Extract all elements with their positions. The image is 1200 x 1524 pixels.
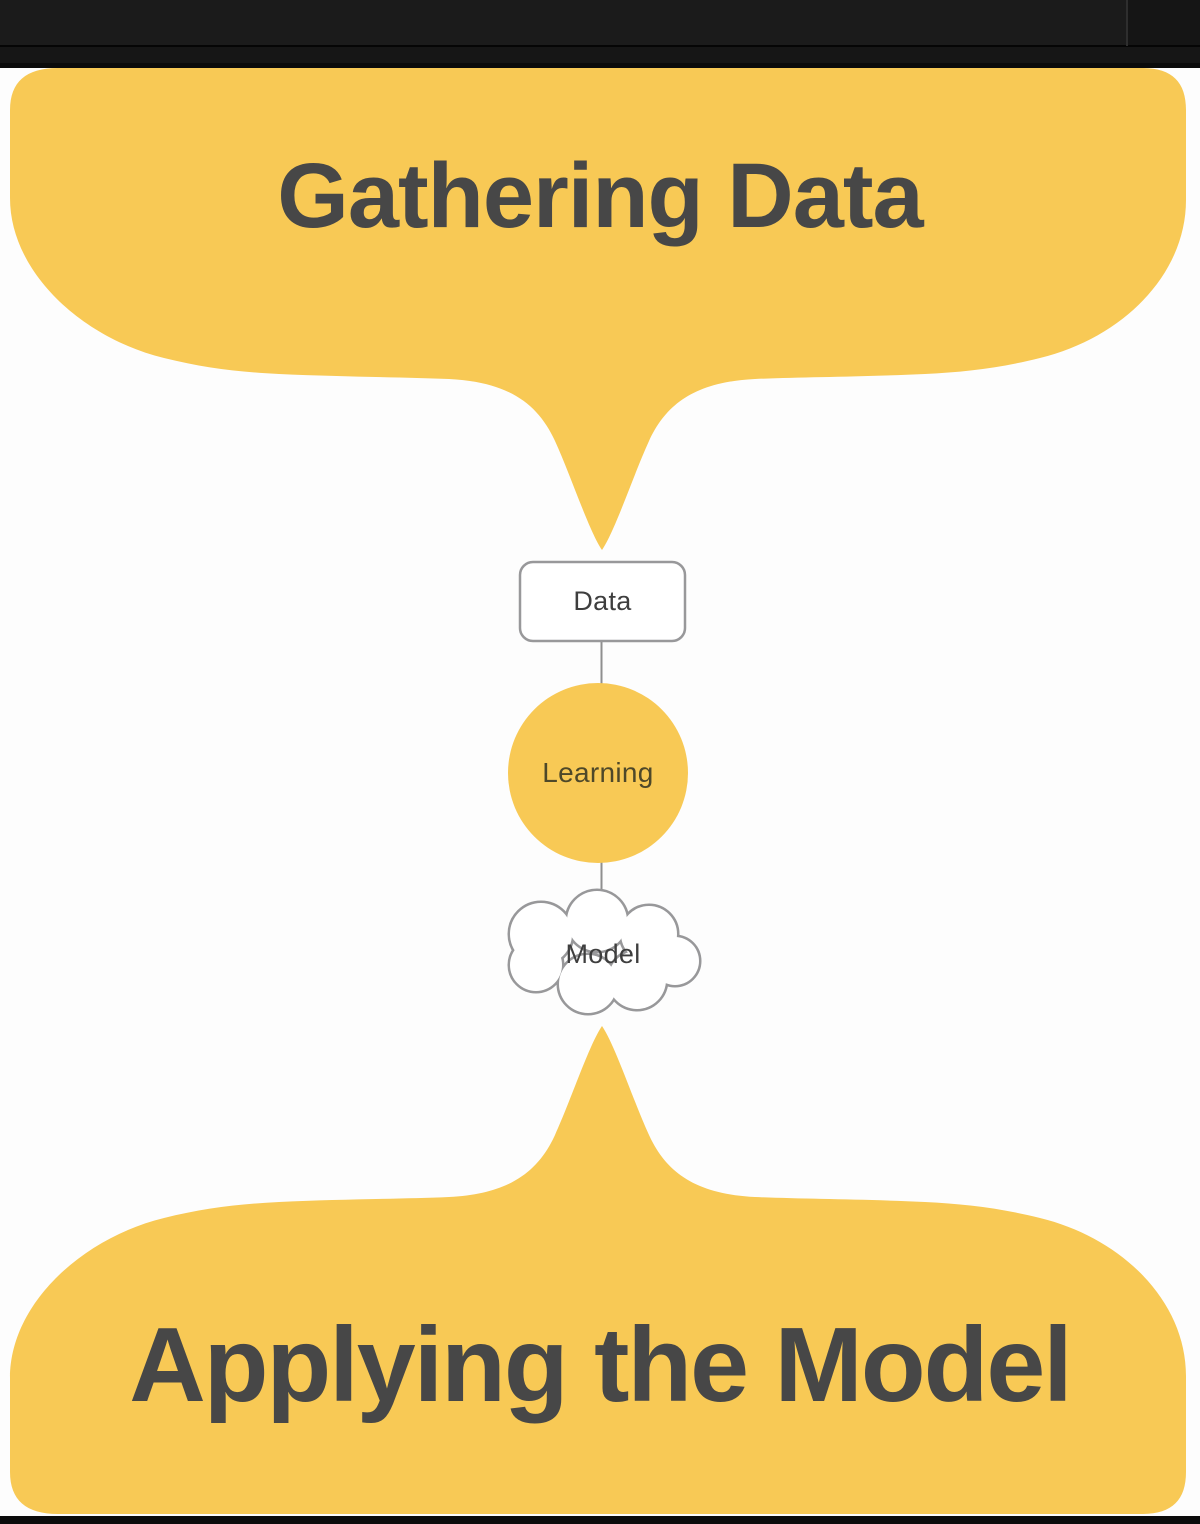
learning-node-label: Learning bbox=[542, 757, 654, 788]
bottom-letterbox-bar bbox=[0, 1516, 1200, 1524]
applying-banner-title: Applying the Model bbox=[129, 1306, 1073, 1424]
data-node-label: Data bbox=[573, 586, 632, 616]
data-node-box bbox=[518, 560, 687, 643]
top-letterbox-bar bbox=[0, 0, 1200, 68]
model-node-cloud bbox=[507, 888, 702, 1016]
gathering-banner-title: Gathering Data bbox=[277, 145, 923, 247]
top-bar-right-segment bbox=[1128, 0, 1200, 45]
applying-banner-shape bbox=[10, 1026, 1186, 1514]
learning-node-circle bbox=[508, 683, 688, 863]
gathering-banner-shape bbox=[10, 68, 1186, 550]
top-bar-seam-line bbox=[1126, 0, 1128, 46]
model-node-label: Model bbox=[565, 938, 641, 969]
